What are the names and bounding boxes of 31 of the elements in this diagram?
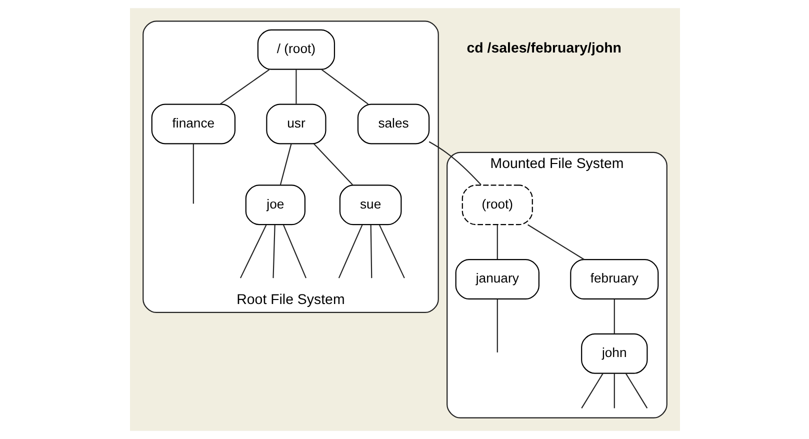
connector: [580, 373, 603, 408]
node-box: (root): [461, 184, 532, 226]
connector: [527, 224, 584, 260]
connector: [496, 224, 498, 260]
node-box: january: [454, 259, 539, 300]
node-box: finance: [150, 104, 236, 144]
connector: [613, 299, 614, 334]
node-box: joe: [244, 184, 305, 226]
connector: [613, 373, 614, 408]
connector: [219, 69, 269, 104]
connector: [320, 69, 368, 104]
connector: [370, 224, 372, 278]
node-box: february: [570, 259, 658, 300]
connector: [624, 373, 648, 408]
node-box: sales: [356, 104, 430, 144]
node-box: usr: [266, 104, 326, 144]
node-box: / (root): [256, 29, 335, 70]
node-box: john: [580, 333, 648, 374]
connector: [282, 224, 306, 278]
connector: [272, 224, 275, 278]
connector: [378, 224, 404, 278]
connector: [428, 141, 481, 186]
connector: [338, 224, 362, 278]
connector: [295, 70, 296, 104]
connector: [312, 143, 352, 186]
connector: [496, 299, 498, 352]
connector: [192, 144, 194, 204]
connector: [279, 144, 292, 185]
label: cd /sales/february/john: [466, 40, 621, 56]
connector: [239, 224, 266, 278]
node-box: sue: [338, 184, 402, 226]
